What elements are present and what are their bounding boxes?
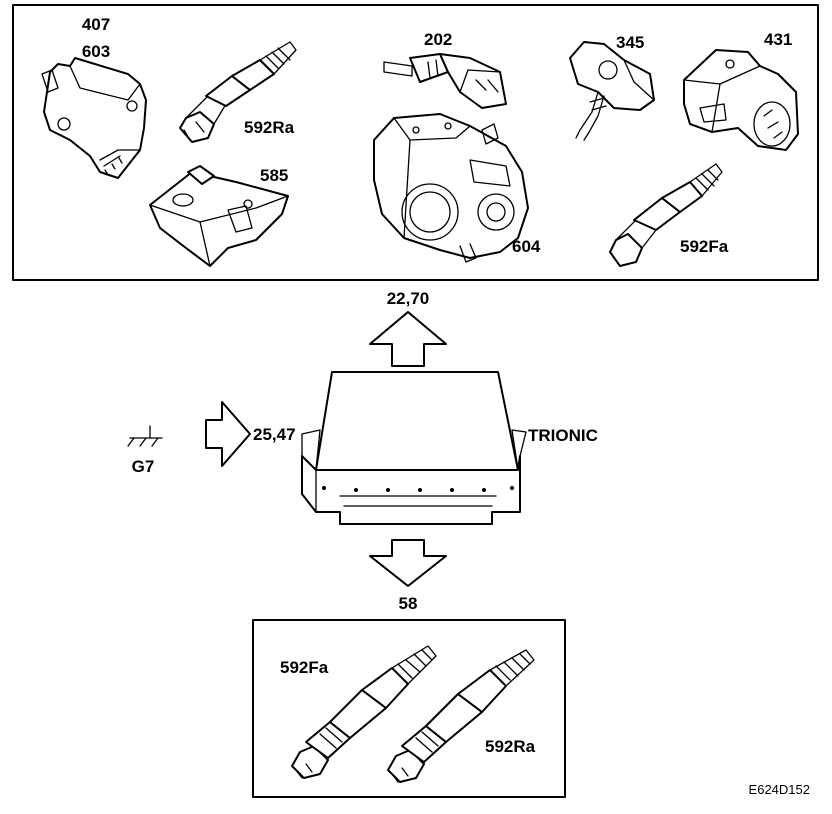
rear-oxygen-sensor-top-label: 592Ra bbox=[244, 118, 295, 137]
bottom-components-frame bbox=[252, 619, 566, 798]
front-oxygen-sensor-top-label: 592Fa bbox=[680, 237, 729, 256]
crank-sensor-label: 345 bbox=[616, 33, 644, 52]
ecu-input-left-label: 25,47 bbox=[253, 425, 296, 444]
cam-sensor-drawing bbox=[683, 49, 799, 151]
pressure-sensor-label: 585 bbox=[260, 166, 288, 185]
rear-oxygen-sensor-bottom-label: 592Ra bbox=[485, 737, 536, 756]
map-sensor-label-2: 603 bbox=[82, 42, 110, 61]
rear-oxygen-sensor-bottom-drawing bbox=[387, 649, 535, 783]
front-oxygen-sensor-bottom-label: 592Fa bbox=[280, 658, 329, 677]
ecu-name-label: TRIONIC bbox=[528, 426, 598, 445]
ecu-output-bottom-label: 58 bbox=[399, 594, 418, 613]
throttle-body-label: 604 bbox=[512, 237, 541, 256]
front-oxygen-sensor-top-drawing bbox=[609, 163, 723, 267]
ground-symbol bbox=[127, 425, 163, 447]
map-sensor-label-1: 407 bbox=[82, 15, 110, 34]
arrow-down bbox=[369, 539, 447, 587]
cam-sensor-label: 431 bbox=[764, 30, 792, 49]
reference-code: E624D152 bbox=[749, 782, 810, 797]
pressure-sensor-drawing bbox=[149, 165, 289, 267]
rear-oxygen-sensor-top-drawing bbox=[179, 41, 297, 143]
ground-label: G7 bbox=[132, 457, 155, 476]
arrow-up bbox=[369, 311, 447, 367]
ecu-box-drawing bbox=[301, 371, 527, 525]
crank-sensor-drawing bbox=[569, 41, 655, 141]
temp-sensor-label: 202 bbox=[424, 30, 452, 49]
temp-sensor-drawing bbox=[383, 53, 507, 109]
ecu-output-top-label: 22,70 bbox=[387, 289, 430, 308]
throttle-body-drawing bbox=[373, 113, 529, 263]
top-components-frame bbox=[12, 4, 819, 281]
map-sensor-drawing bbox=[41, 57, 147, 179]
arrow-right bbox=[205, 401, 251, 467]
front-oxygen-sensor-bottom-drawing bbox=[291, 645, 437, 779]
